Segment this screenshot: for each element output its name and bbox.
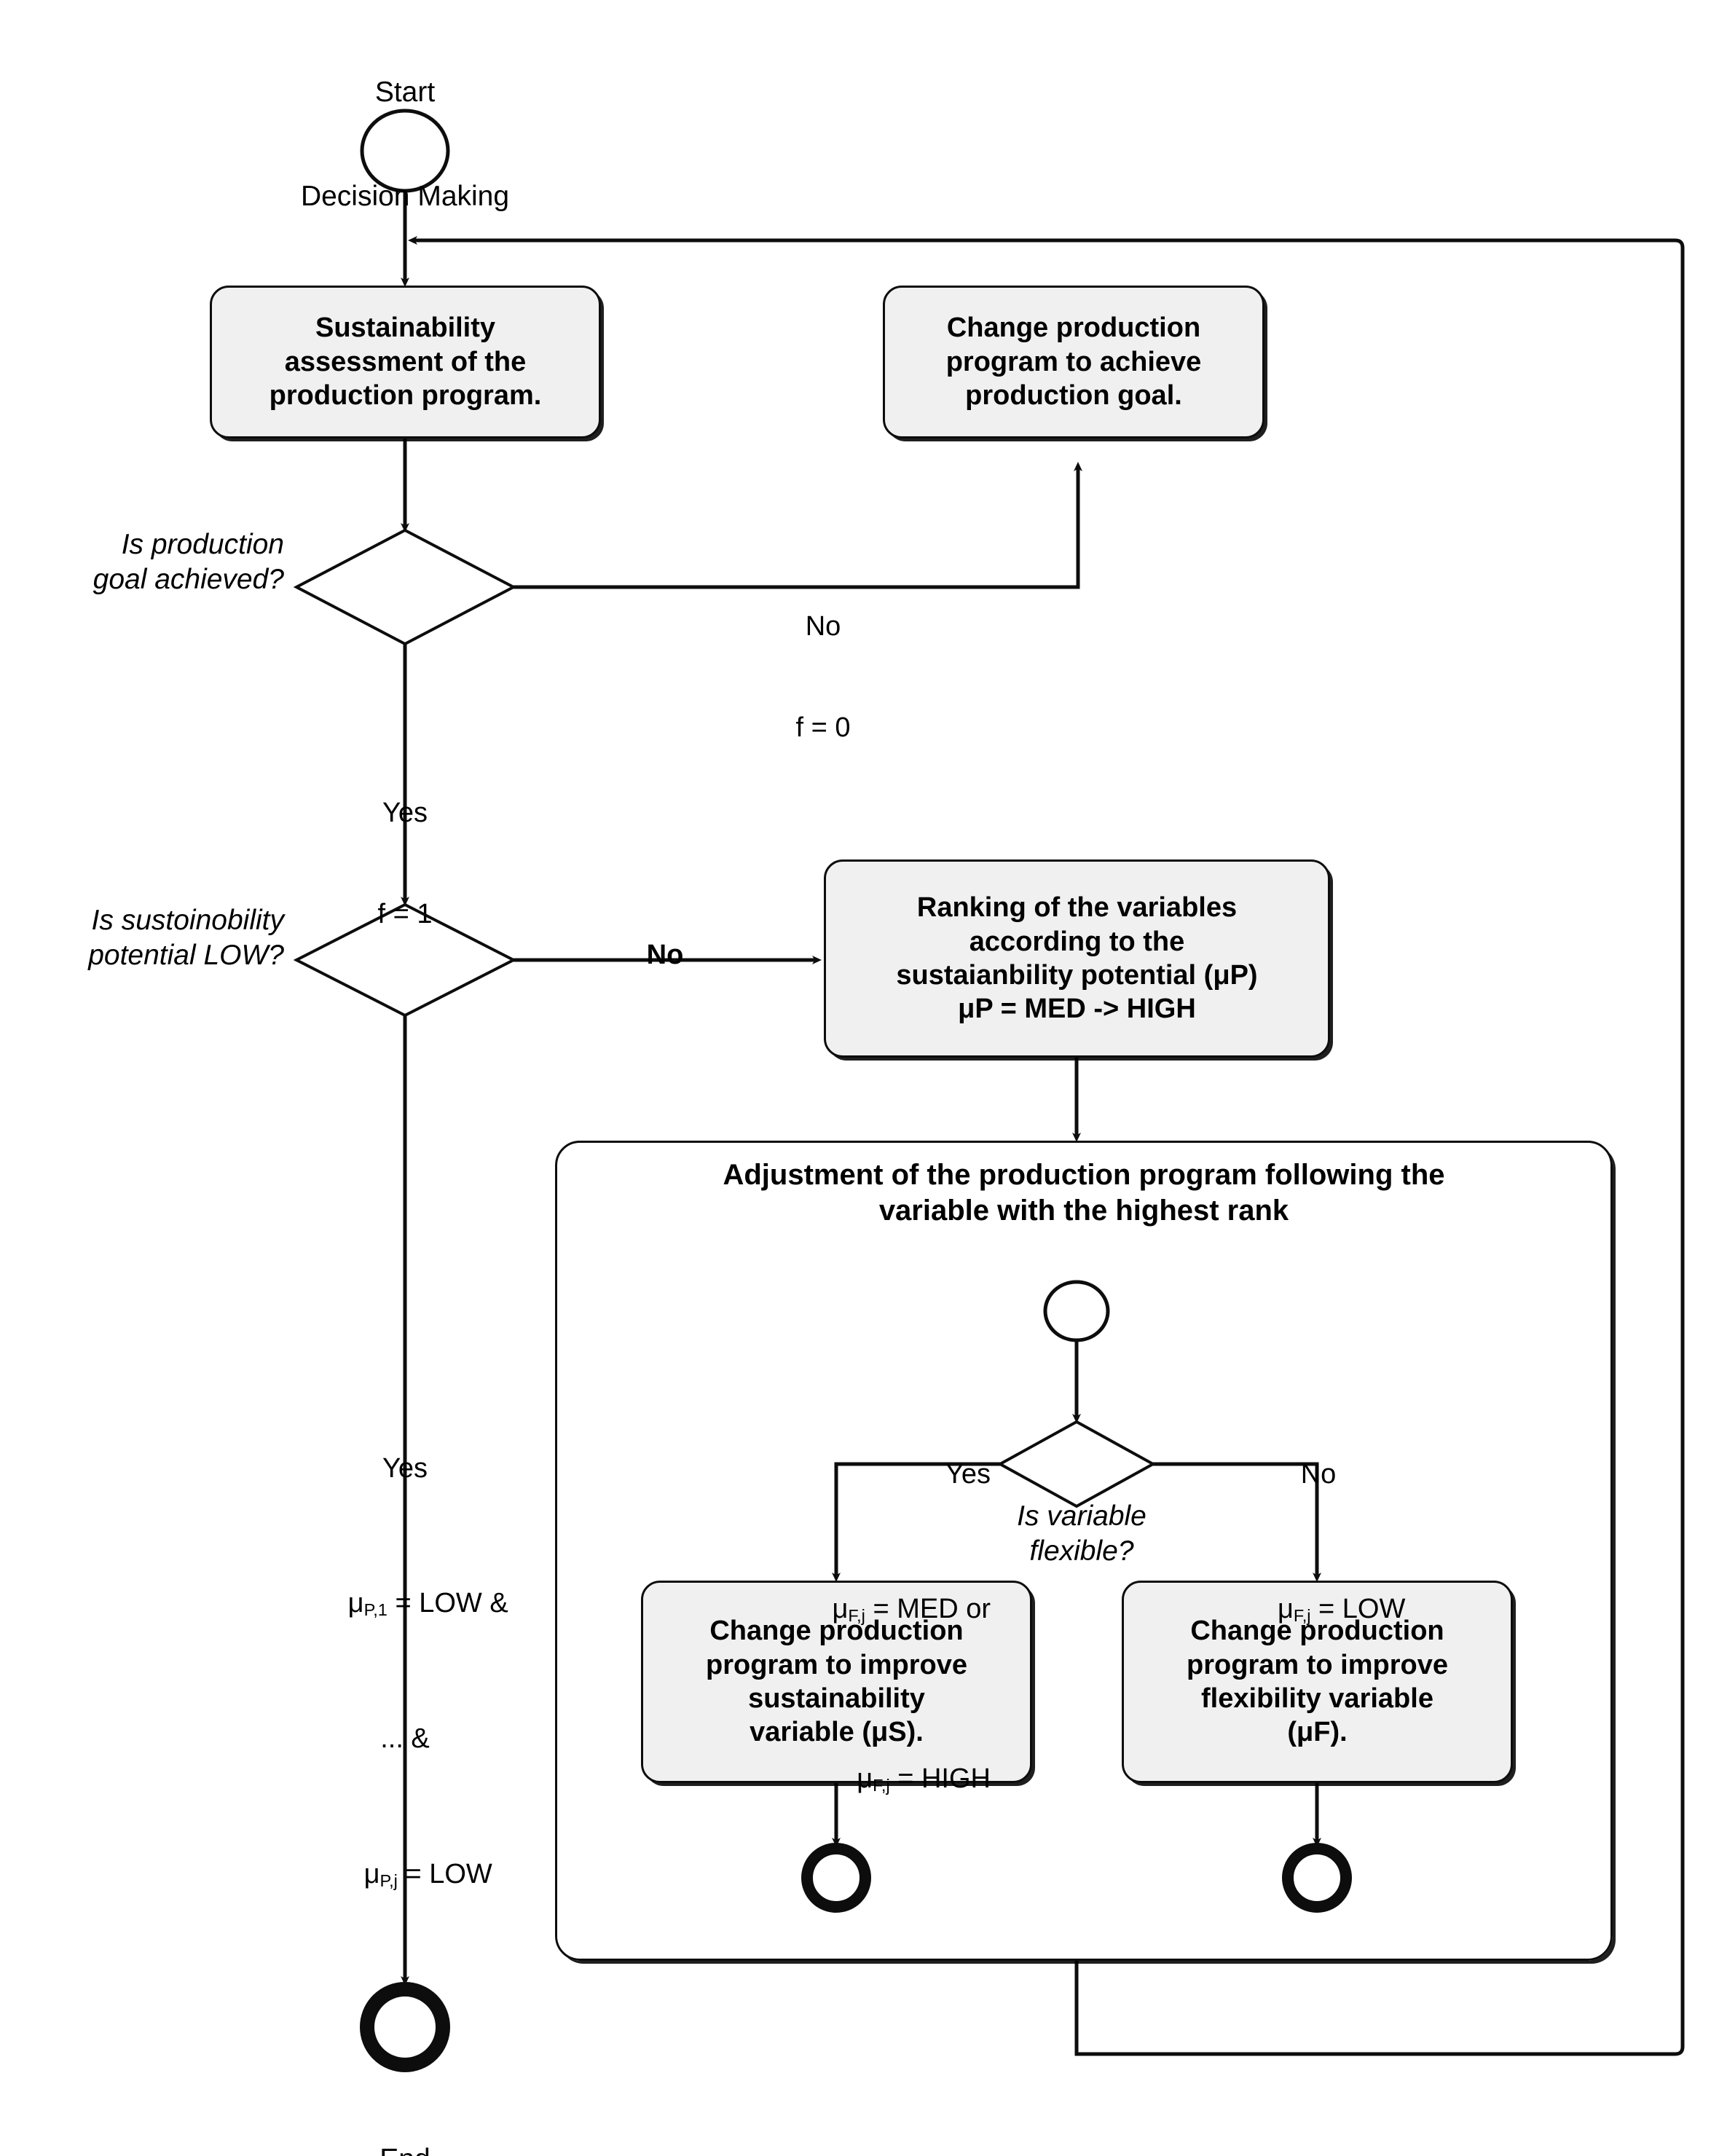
edge-label-decision3-yes-cond2: μF,j = HIGH <box>685 1728 991 1830</box>
mu-subscript-p1: P,1 <box>363 1600 388 1620</box>
decision1-question-label: Is production goal achieved? <box>93 529 284 595</box>
edge-label-decision3-no-cond: μF,j = LOW <box>1180 1559 1457 1661</box>
subprocess-title: Adjustment of the production program fol… <box>723 1159 1445 1227</box>
action-change-program-goal[interactable]: Change production program to achieve pro… <box>883 286 1264 438</box>
mu-subscript-fj-3: F,j <box>1293 1606 1311 1626</box>
edge-label-decision1-yes-text: Yes <box>382 797 428 828</box>
mu-symbol-p1: μ <box>347 1588 364 1619</box>
end-caption-line1: End <box>223 2142 587 2156</box>
edge-label-decision1-yes: Yes f = 1 <box>347 728 463 999</box>
mu-subscript-fj-1: F,j <box>848 1606 865 1626</box>
action-sustainability-assessment-label: Sustainability assessment of the product… <box>269 312 542 412</box>
mu-symbol-pj: μ <box>363 1858 380 1889</box>
edge-decision1-no <box>514 462 1082 589</box>
mu-value-fj-3: = LOW <box>1310 1594 1406 1625</box>
decision1-diamond <box>293 528 517 646</box>
mu-value-p1: = LOW & <box>387 1588 508 1619</box>
subprocess-end-circle-right <box>1282 1843 1352 1913</box>
edge-label-decision1-yes-cond: f = 1 <box>377 898 433 929</box>
edge-decision3-yes <box>832 1462 1000 1582</box>
decision3-diamond <box>996 1420 1157 1508</box>
edge-subprocess-to-feedback <box>1074 262 1685 2056</box>
action-change-program-goal-label: Change production program to achieve pro… <box>945 312 1202 412</box>
edge-label-decision2-yes: Yes μP,1 = LOW & ... & μP,j = LOW <box>259 1384 551 1993</box>
action-change-program-flexibility-label: Change production program to improve fle… <box>1187 1616 1448 1748</box>
edge-label-decision1-no: No f = 0 <box>765 542 881 812</box>
mu-subscript-fj-2: F,j <box>873 1775 890 1795</box>
mu-symbol-fj-1: μ <box>832 1594 849 1625</box>
edge-label-decision2-yes-cond3: μP,j = LOW <box>259 1823 551 1925</box>
edge-label-decision3-no-text: No <box>1300 1458 1337 1490</box>
action-change-program-sustainability[interactable]: Change production program to improve sus… <box>641 1581 1032 1783</box>
start-caption-line1: Start <box>374 76 436 109</box>
mu-value-fj-1: = MED or <box>865 1594 991 1625</box>
start-caption: Start Decision Making <box>223 6 587 283</box>
edge-label-decision2-yes-cond2: ... & <box>380 1723 430 1755</box>
subprocess-end-circle-left <box>801 1843 871 1913</box>
end-caption: End Decision Making <box>223 2073 587 2156</box>
action-change-program-sustainability-label: Change production program to improve sus… <box>706 1616 967 1748</box>
end-node-circle <box>360 1982 450 2072</box>
mu-value-fj-2: = HIGH <box>889 1763 991 1794</box>
edge-decision3-no <box>1153 1462 1321 1582</box>
start-caption-line2: Decision Making <box>300 180 510 212</box>
action-sustainability-assessment[interactable]: Sustainability assessment of the product… <box>210 286 601 438</box>
edge-label-decision3-yes-text: Yes <box>945 1458 991 1490</box>
decision2-question-label: Is sustoinobility potential LOW? <box>88 905 284 971</box>
mu-subscript-pj: P,j <box>379 1870 398 1890</box>
action-change-program-flexibility[interactable]: Change production program to improve fle… <box>1122 1581 1513 1783</box>
edge-feedback-loop-top <box>408 236 1685 262</box>
edge-label-decision3-yes: Yes μF,j = MED or μF,j = HIGH <box>685 1390 991 1897</box>
edge-label-decision3-yes-cond1: μF,j = MED or <box>685 1559 991 1661</box>
edge-label-decision3-no: No μF,j = LOW <box>1180 1390 1457 1728</box>
subprocess-adjustment-container[interactable]: Adjustment of the production program fol… <box>555 1141 1613 1961</box>
action-ranking-variables-label: Ranking of the variables according to th… <box>896 892 1258 1025</box>
edge-label-decision2-no: No <box>646 940 684 970</box>
action-ranking-variables[interactable]: Ranking of the variables according to th… <box>824 859 1330 1058</box>
decision3-question-label: Is variable flexible? <box>1017 1500 1146 1567</box>
edge-label-decision1-no-text: No <box>805 610 841 642</box>
edge-label-decision1-no-cond: f = 0 <box>795 712 851 743</box>
mu-symbol-fj-2: μ <box>857 1763 873 1794</box>
edge-label-decision2-yes-cond1: μP,1 = LOW & <box>259 1553 551 1655</box>
edge-label-decision2-yes-text: Yes <box>382 1452 428 1484</box>
mu-value-pj: = LOW <box>397 1858 492 1889</box>
mu-symbol-fj-3: μ <box>1278 1594 1294 1625</box>
